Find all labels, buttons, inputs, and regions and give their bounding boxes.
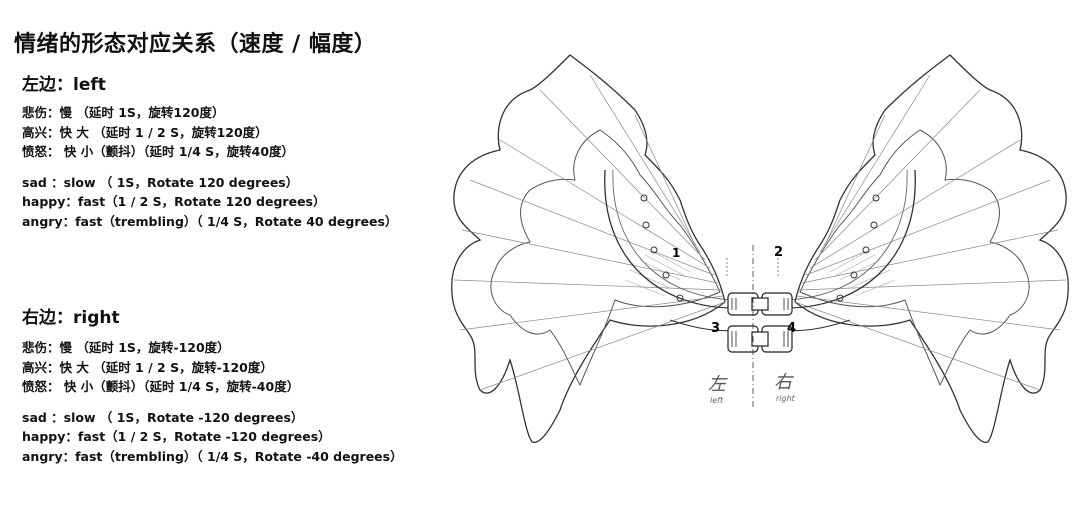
label-1: 1 bbox=[672, 246, 680, 260]
left-en-happy: happy：fast（1 / 2 S，Rotate 120 degrees） bbox=[22, 194, 326, 209]
left-cn-angry: 愤怒： 快 小（颤抖）（延时 1/4 S，旋转40度） bbox=[22, 144, 295, 159]
right-section-heading: 右边：right bbox=[22, 308, 120, 328]
label-3: 3 bbox=[711, 321, 720, 336]
left-wing bbox=[451, 54, 726, 444]
hand-left-cn: 左 bbox=[708, 374, 728, 395]
right-en-sad: sad ：slow （ 1S，Rotate -120 degrees） bbox=[22, 409, 304, 425]
right-cn-angry: 愤怒： 快 小（颤抖）（延时 1/4 S，旋转-40度） bbox=[22, 379, 300, 394]
label-2: 2 bbox=[774, 245, 783, 260]
right-en-angry: angry：fast（trembling）（ 1/4 S，Rotate -40 … bbox=[22, 448, 403, 464]
hand-left-en: left bbox=[710, 396, 724, 405]
right-cn-sad: 悲伤：慢 （延时 1S，旋转-120度） bbox=[22, 340, 230, 355]
right-section-text: 悲伤：慢 （延时 1S，旋转-120度） 高兴：快 大 （延时 1 / 2 S，… bbox=[22, 338, 403, 466]
left-cn-happy: 高兴：快 大 （延时 1 / 2 S，旋转120度） bbox=[22, 124, 268, 140]
right-en-happy: happy：fast（1 / 2 S，Rotate -120 degrees） bbox=[22, 429, 331, 444]
left-en-sad: sad ：slow （ 1S，Rotate 120 degrees） bbox=[22, 174, 299, 190]
right-cn-happy: 高兴：快 大 （延时 1 / 2 S，旋转-120度） bbox=[22, 359, 273, 375]
left-section-heading: 左边：left bbox=[22, 75, 106, 95]
left-section-text: 悲伤：慢 （延时 1S，旋转120度） 高兴：快 大 （延时 1 / 2 S，旋… bbox=[22, 103, 397, 231]
hand-right-en: right bbox=[776, 394, 796, 403]
left-cn-sad: 悲伤：慢 （延时 1S，旋转120度） bbox=[22, 105, 225, 120]
wing-mechanism-sketch: 1 2 3 4 左 left 右 right bbox=[451, 54, 1069, 444]
label-4: 4 bbox=[787, 321, 796, 336]
page-title: 情绪的形态对应关系（速度 / 幅度） bbox=[14, 32, 377, 57]
hand-right-cn: 右 bbox=[774, 372, 794, 393]
right-wing bbox=[794, 54, 1069, 444]
left-en-angry: angry：fast（trembling）（ 1/4 S，Rotate 40 d… bbox=[22, 213, 398, 229]
motor-assembly bbox=[727, 292, 793, 353]
